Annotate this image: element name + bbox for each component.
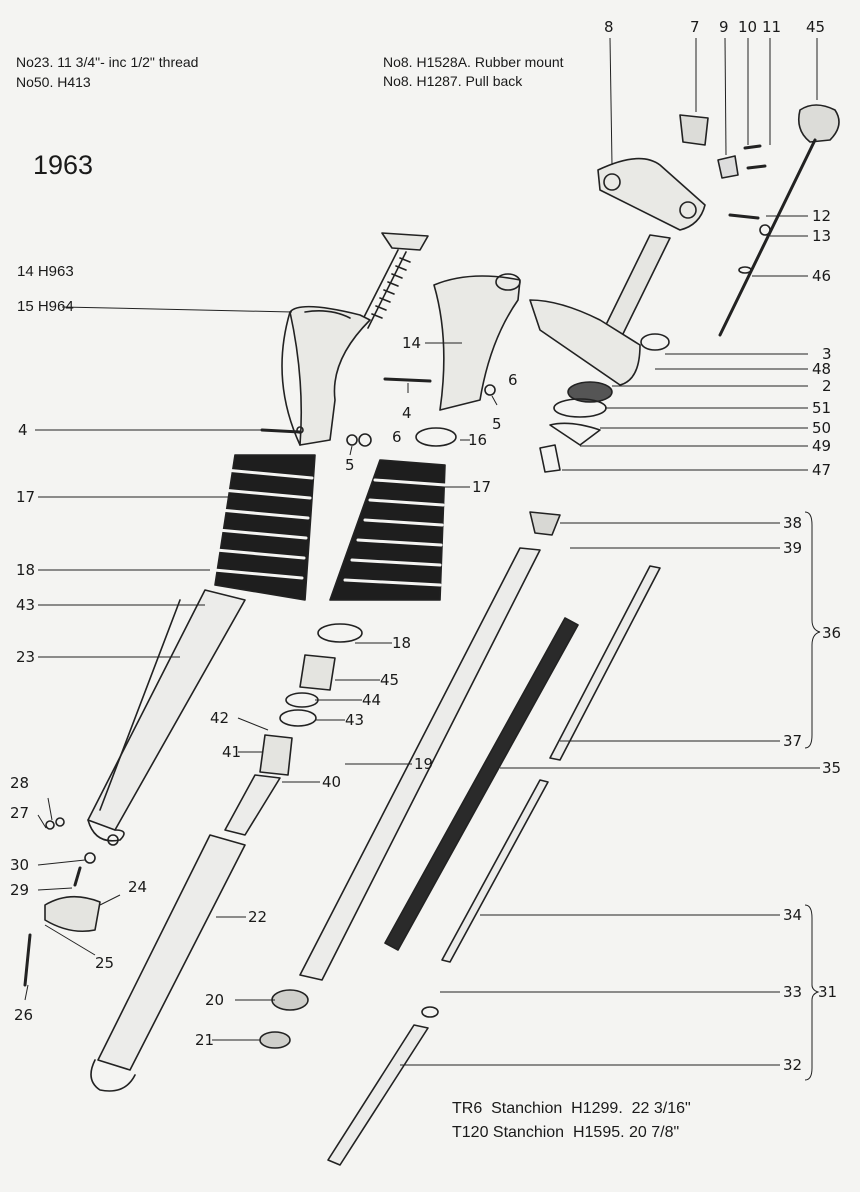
callout: 49: [812, 437, 831, 455]
callout: 48: [812, 360, 831, 378]
note-part-50: No50. H413: [16, 74, 91, 90]
nut-21: [259, 1031, 291, 1049]
callout: 6: [392, 428, 402, 446]
note-ref-15: 15 H964: [17, 298, 74, 315]
callout: 3: [822, 345, 832, 363]
callout: 46: [812, 267, 831, 285]
callout: 30: [10, 856, 29, 874]
callout: 11: [762, 18, 781, 36]
callout: 4: [18, 421, 28, 439]
callout: 24: [128, 878, 147, 896]
callout: 25: [95, 954, 114, 972]
clip-9-10-11: [717, 144, 767, 179]
clip-18: [317, 623, 363, 643]
callout: 12: [812, 207, 831, 225]
cap-24-bolts: [23, 817, 101, 987]
callout: 43: [345, 711, 364, 729]
stanchion-22: [90, 834, 246, 1092]
callout: 33: [783, 983, 802, 1001]
bushes-45-44-43: [279, 654, 336, 727]
plug-38: [529, 511, 561, 536]
callout: 23: [16, 648, 35, 666]
left-lower-leg: [87, 589, 246, 846]
callout: 50: [812, 419, 831, 437]
callout: 6: [508, 371, 518, 389]
damper-32: [327, 1006, 439, 1166]
callout: 31: [818, 983, 837, 1001]
callout: 19: [414, 755, 433, 773]
note-part-23: No23. 11 3/4"- inc 1/2" thread: [16, 54, 199, 70]
callout: 44: [362, 691, 381, 709]
right-shroud-14: [383, 273, 521, 411]
stem-bottom-yoke: [529, 234, 671, 473]
right-gaiter-17: [329, 459, 447, 601]
callout: 9: [719, 18, 729, 36]
washers-5-6: [260, 426, 372, 447]
callout: 45: [380, 671, 399, 689]
callout: 5: [492, 415, 502, 433]
callout: 39: [783, 539, 802, 557]
damper-tube-19: [299, 547, 541, 981]
left-gaiter: [212, 454, 316, 601]
callout: 18: [16, 561, 35, 579]
note-ref-14: 14 H963: [17, 263, 74, 280]
seal-16: [415, 427, 457, 447]
callout: 2: [822, 377, 832, 395]
year-heading: 1963: [33, 150, 94, 180]
stanchion-note-t120: T120 Stanchion H1595. 20 7/8": [452, 1124, 680, 1141]
callout: 10: [738, 18, 757, 36]
rod-34: [441, 779, 549, 963]
left-shroud: [281, 305, 371, 446]
callout: 22: [248, 908, 267, 926]
callout: 5: [345, 456, 355, 474]
callout: 40: [322, 773, 341, 791]
callout: 34: [783, 906, 802, 924]
callout: 17: [472, 478, 491, 496]
callout: 28: [10, 774, 29, 792]
callout: 14: [402, 334, 421, 352]
callout: 32: [783, 1056, 802, 1074]
note-part-8-pullback: No8. H1287. Pull back: [383, 73, 523, 89]
callout: 43: [16, 596, 35, 614]
callout: 37: [783, 732, 802, 750]
rod-37: [549, 565, 661, 761]
spring-35: [384, 617, 579, 951]
top-yoke-8: [597, 114, 709, 231]
bush-20: [271, 989, 309, 1011]
callout: 17: [16, 488, 35, 506]
callout: 27: [10, 804, 29, 822]
tube-40: [224, 774, 281, 836]
note-part-8-rubber: No8. H1528A. Rubber mount: [383, 54, 564, 70]
callout: 47: [812, 461, 831, 479]
callout: 41: [222, 743, 241, 761]
callout: 7: [690, 18, 700, 36]
callout: 35: [822, 759, 841, 777]
callout: 16: [468, 431, 487, 449]
callout: 8: [604, 18, 614, 36]
callout: 4: [402, 404, 412, 422]
bolt-45-12-13-46: [718, 104, 840, 337]
callout: 26: [14, 1006, 33, 1024]
callout: 36: [822, 624, 841, 642]
callout: 18: [392, 634, 411, 652]
callout: 45: [806, 18, 825, 36]
callout: 21: [195, 1031, 214, 1049]
bushes-42-41: [259, 734, 293, 776]
callout: 51: [812, 399, 831, 417]
callout: 29: [10, 881, 29, 899]
callout-labels: 8 7 9 10 11 45 12 13 46 3 48 2 51 50 49 …: [10, 18, 841, 1074]
left-top-nut-spring: [359, 232, 429, 329]
callout: 20: [205, 991, 224, 1009]
callout: 13: [812, 227, 831, 245]
callout: 42: [210, 709, 229, 727]
callout: 38: [783, 514, 802, 532]
stanchion-note-tr6: TR6 Stanchion H1299. 22 3/16": [452, 1100, 691, 1117]
